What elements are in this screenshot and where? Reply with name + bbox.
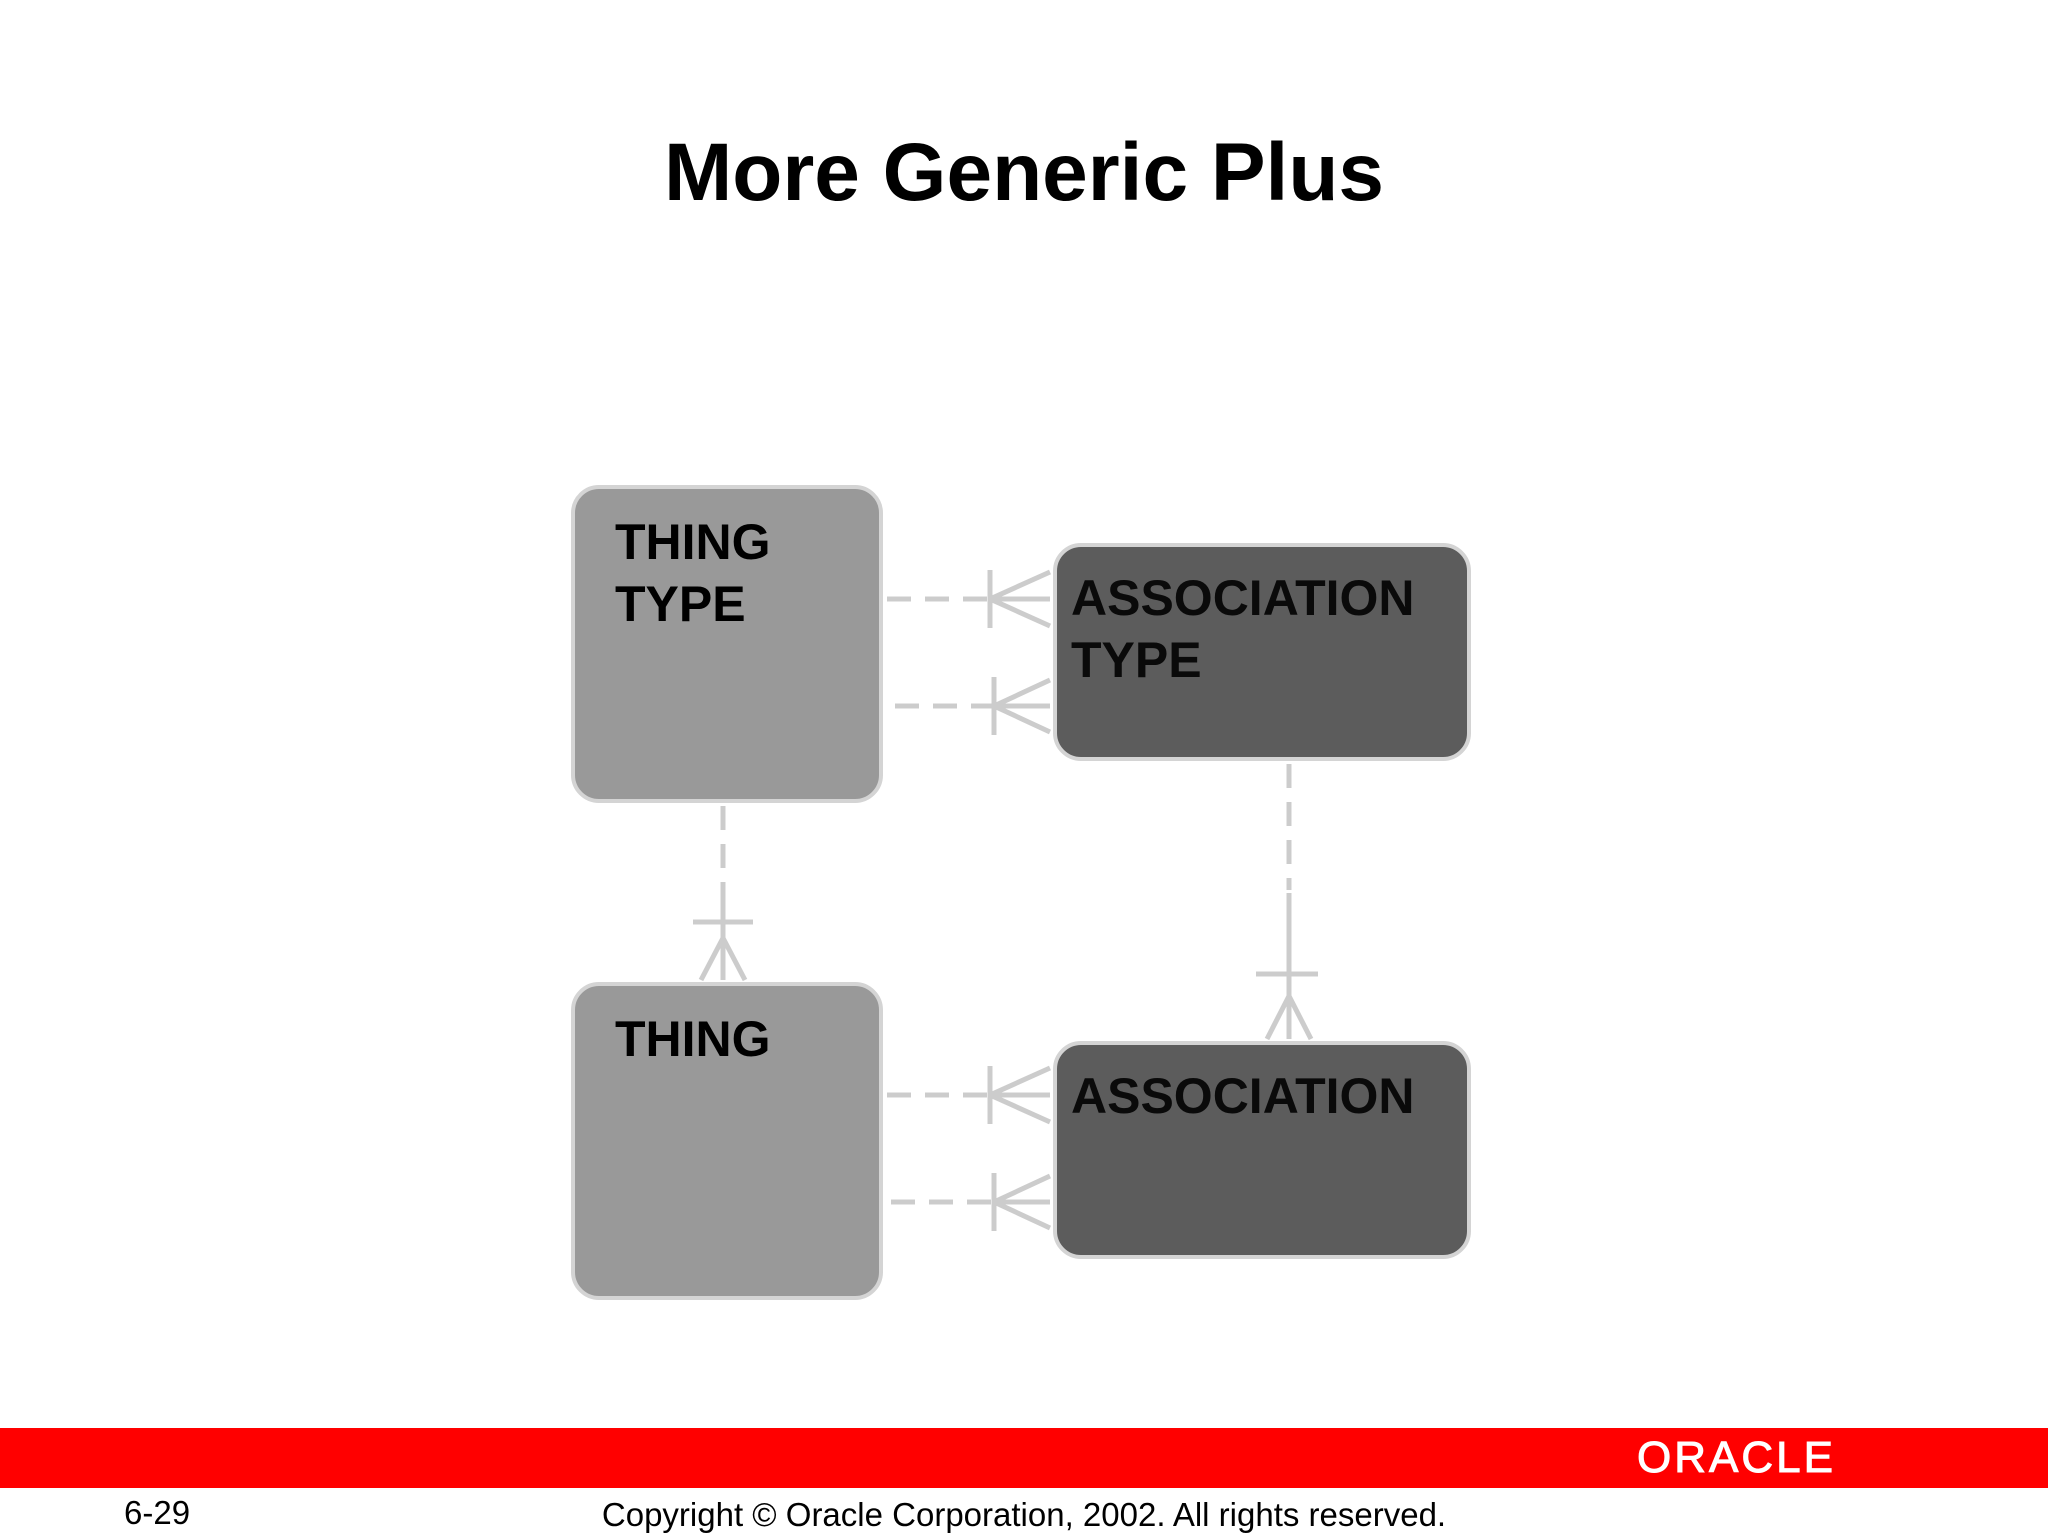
entity-thing[interactable]: THING xyxy=(571,982,883,1300)
oracle-logo: ORACLE xyxy=(1637,1433,1836,1483)
entity-label-line: ASSOCIATION xyxy=(1071,1068,1415,1124)
relationship-thing-association-1 xyxy=(887,1065,1052,1125)
entity-thing-type[interactable]: THING TYPE xyxy=(571,485,883,803)
copyright-notice: Copyright © Oracle Corporation, 2002. Al… xyxy=(601,1496,1447,1533)
entity-association-type[interactable]: ASSOCIATION TYPE xyxy=(1053,543,1471,761)
relationship-assoctype-association xyxy=(1256,764,1318,1041)
entity-label-line: TYPE xyxy=(1071,632,1202,688)
entity-label-line: TYPE xyxy=(615,576,746,632)
relationship-thingtype-thing xyxy=(693,806,753,982)
entity-label-line: ASSOCIATION xyxy=(1071,570,1415,626)
relationship-thingtype-assoctype-2 xyxy=(895,677,1052,735)
entity-label-line: THING xyxy=(615,514,771,570)
footer-bar: ORACLE xyxy=(0,1428,2048,1488)
relationship-thing-association-2 xyxy=(891,1173,1052,1231)
relationship-thingtype-assoctype-1 xyxy=(887,569,1052,629)
page-number: 6-29 xyxy=(124,1494,191,1531)
entity-label-line: THING xyxy=(615,1011,771,1067)
entity-association[interactable]: ASSOCIATION xyxy=(1053,1041,1471,1259)
slide-title: More Generic Plus xyxy=(663,127,1385,218)
